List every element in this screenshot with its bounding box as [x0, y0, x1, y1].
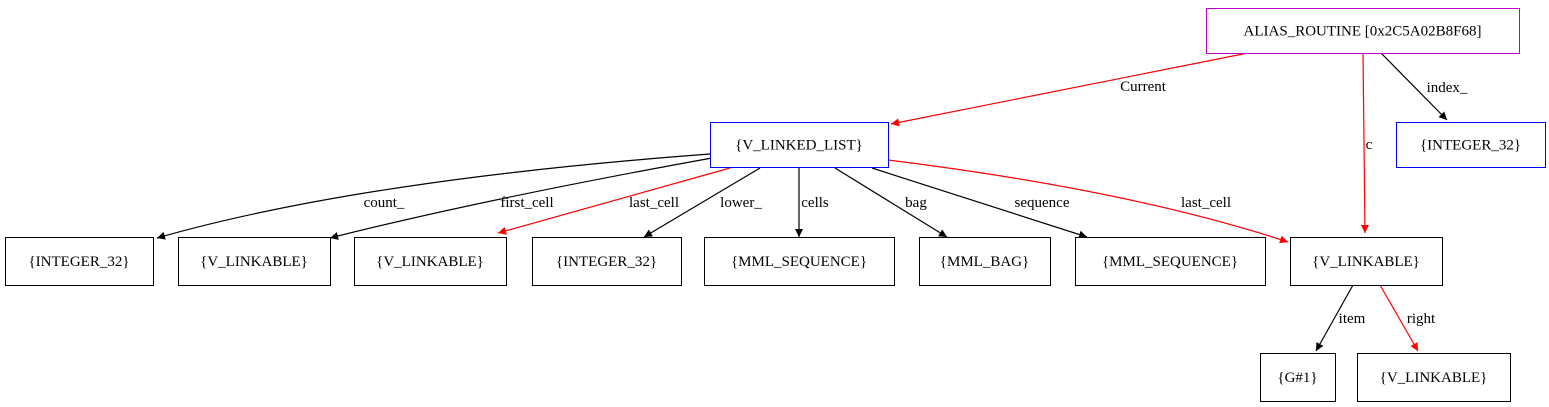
node-label: {MML_BAG}	[940, 254, 1029, 270]
edge-vl-c-to-g1: item	[1315, 284, 1366, 352]
node-label: {G#1}	[1277, 370, 1317, 386]
node-label: {INTEGER_32}	[556, 254, 657, 270]
node-box	[178, 237, 331, 286]
edge-label: item	[1339, 311, 1366, 327]
node-label: {V_LINKABLE}	[1312, 254, 1420, 270]
edge-label: cells	[801, 195, 829, 211]
edge-vlist-to-vl-first: first_cell	[329, 157, 713, 240]
node-label: {INTEGER_32}	[1420, 138, 1521, 154]
edge-line	[871, 167, 1088, 239]
edge-line	[156, 153, 711, 240]
node-box	[354, 237, 507, 286]
node-box	[5, 237, 154, 286]
node-box	[710, 122, 889, 168]
edge-vl-c-to-vl-right: right	[1379, 284, 1436, 352]
edge-line	[890, 52, 1249, 127]
node-label: {V_LINKABLE}	[1380, 370, 1488, 386]
node-box	[704, 237, 895, 286]
node-box	[1357, 353, 1511, 402]
edge-vlist-to-bag: bag	[834, 167, 948, 238]
edge-vlist-to-seq-cells: cells	[795, 168, 829, 237]
node-label: {V_LINKABLE}	[376, 254, 484, 270]
edge-label: bag	[905, 195, 927, 211]
edge-label: last_cell	[629, 195, 679, 211]
node-vl-last: {V_LINKABLE}	[354, 237, 507, 286]
edge-line	[887, 159, 1289, 244]
node-label: {V_LINKABLE}	[200, 254, 308, 270]
edge-alias-to-int-index: index_	[1380, 52, 1468, 121]
edge-label: sequence	[1015, 195, 1070, 211]
node-box	[1075, 237, 1266, 286]
node-vl-right: {V_LINKABLE}	[1357, 353, 1511, 402]
edge-vlist-to-vl-c: last_cell	[887, 159, 1289, 244]
edge-label: right	[1407, 311, 1436, 327]
edge-label: Current	[1120, 79, 1167, 95]
node-label: {V_LINKED_LIST}	[735, 138, 863, 154]
edge-vlist-to-int-lower: lower_	[643, 167, 762, 238]
node-vl-first: {V_LINKABLE}	[178, 237, 331, 286]
node-box	[532, 237, 682, 286]
node-int-count: {INTEGER_32}	[5, 237, 154, 286]
edge-label: index_	[1427, 80, 1468, 96]
edge-line	[643, 167, 761, 238]
edge-line	[1360, 52, 1369, 234]
edge-vlist-to-seq-seq: sequence	[871, 167, 1088, 239]
node-int-lower: {INTEGER_32}	[532, 237, 682, 286]
node-box	[1260, 353, 1336, 402]
edge-line	[329, 157, 713, 240]
node-g1: {G#1}	[1260, 353, 1336, 402]
edge-line	[834, 167, 948, 238]
edge-vlist-to-vl-last: last_cell	[497, 167, 731, 235]
edge-label: count_	[364, 195, 405, 211]
edge-alias-to-vlist: Current	[890, 52, 1249, 127]
edge-vlist-to-int-count: count_	[156, 153, 711, 240]
node-box	[1206, 8, 1520, 54]
node-seq-seq: {MML_SEQUENCE}	[1075, 237, 1266, 286]
edge-label: first_cell	[500, 195, 553, 211]
nodes-layer: ALIAS_ROUTINE [0x2C5A02B8F68] {V_LINKED_L…	[5, 8, 1546, 402]
node-vlist: {V_LINKED_LIST}	[710, 122, 889, 168]
node-label: ALIAS_ROUTINE [0x2C5A02B8F68]	[1244, 24, 1482, 40]
node-label: {MML_SEQUENCE}	[1102, 254, 1238, 270]
node-box	[919, 237, 1051, 286]
edge-line	[1379, 284, 1419, 352]
node-box	[1290, 237, 1443, 286]
node-bag: {MML_BAG}	[919, 237, 1051, 286]
edge-line	[1315, 284, 1354, 352]
edge-label: c	[1366, 137, 1373, 153]
edge-label: lower_	[720, 195, 762, 211]
node-label: {MML_SEQUENCE}	[731, 254, 867, 270]
edges-layer: Current c index_ count_ first_cell last_cell l…	[156, 52, 1468, 352]
edge-alias-to-vl-c: c	[1360, 52, 1373, 234]
node-seq-cells: {MML_SEQUENCE}	[704, 237, 895, 286]
node-int-index: {INTEGER_32}	[1396, 122, 1546, 168]
node-vl-c: {V_LINKABLE}	[1290, 237, 1443, 286]
edge-line	[1380, 52, 1448, 121]
node-alias: ALIAS_ROUTINE [0x2C5A02B8F68]	[1206, 8, 1520, 54]
edge-line	[497, 167, 731, 235]
node-box	[1396, 122, 1546, 168]
edge-label: last_cell	[1181, 195, 1231, 211]
node-label: {INTEGER_32}	[28, 254, 129, 270]
